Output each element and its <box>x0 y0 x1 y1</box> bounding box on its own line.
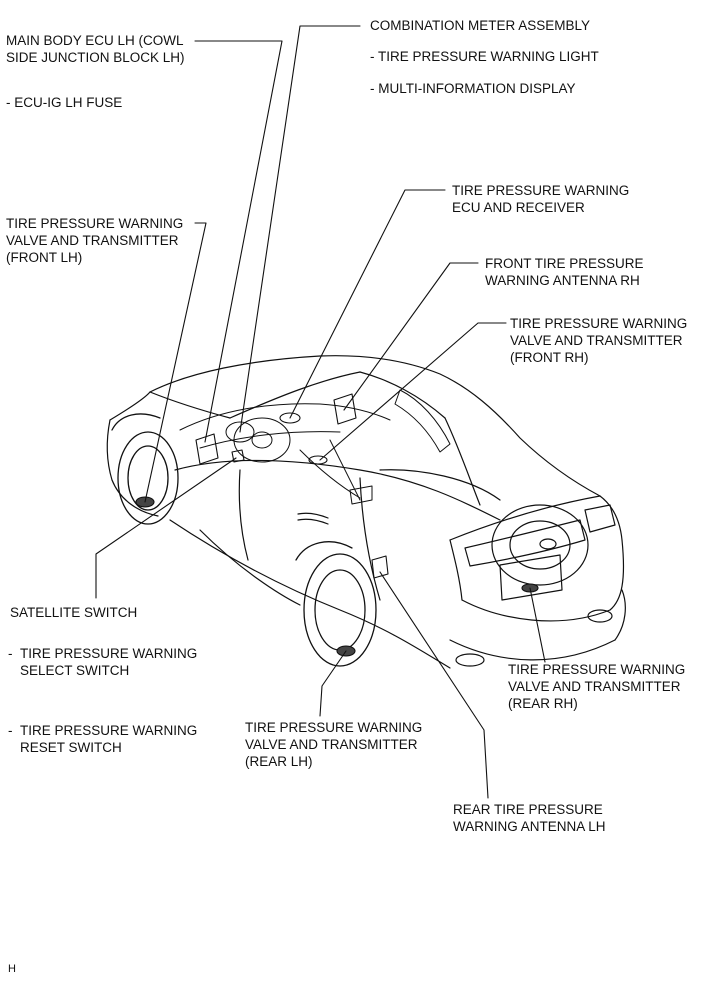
label-tpw-ecu-line1: TIRE PRESSURE WARNING <box>452 183 630 198</box>
spare-wheel <box>491 504 589 586</box>
satellite-switch-unit <box>231 449 245 463</box>
front-antenna-rh <box>308 455 328 465</box>
rear-antenna-lh <box>371 555 389 579</box>
label-multi-info-text: - MULTI-INFORMATION DISPLAY <box>370 81 576 96</box>
label-valve-front-lh-line2: VALVE AND TRANSMITTER <box>6 233 179 248</box>
meter-unit <box>279 412 301 424</box>
label-valve-rear-lh-line1: TIRE PRESSURE WARNING <box>245 720 423 735</box>
front-left-wheel <box>111 413 179 525</box>
label-ecu-ig-fuse: - ECU-IG LH FUSE <box>6 94 122 111</box>
label-satellite-switch: SATELLITE SWITCH <box>10 604 137 621</box>
label-valve-rear-rh: TIRE PRESSURE WARNING VALVE AND TRANSMIT… <box>508 661 685 712</box>
label-valve-rear-rh-line1: TIRE PRESSURE WARNING <box>508 662 686 677</box>
label-valve-rear-rh-line3: (REAR RH) <box>508 696 578 711</box>
rear-left-wheel <box>295 541 377 667</box>
label-reset-switch-line1: TIRE PRESSURE WARNING <box>20 723 198 738</box>
corner-mark: H <box>8 961 16 978</box>
label-rear-antenna-lh-line1: REAR TIRE PRESSURE <box>453 802 603 817</box>
label-valve-rear-rh-line2: VALVE AND TRANSMITTER <box>508 679 681 694</box>
label-ecu-ig-fuse-text: - ECU-IG LH FUSE <box>6 95 123 110</box>
label-valve-front-lh-line3: (FRONT LH) <box>6 250 83 265</box>
leader-lines <box>95 25 546 799</box>
label-valve-front-rh-line1: TIRE PRESSURE WARNING <box>510 316 688 331</box>
label-combination-meter-text: COMBINATION METER ASSEMBLY <box>370 18 591 33</box>
label-valve-front-lh-line1: TIRE PRESSURE WARNING <box>6 216 184 231</box>
label-select-switch-line1: TIRE PRESSURE WARNING <box>20 646 198 661</box>
label-main-body-ecu-line2: SIDE JUNCTION BLOCK LH) <box>6 50 185 65</box>
corner-mark-text: H <box>8 963 16 975</box>
tpw-ecu-box <box>333 393 357 425</box>
label-valve-front-lh: TIRE PRESSURE WARNING VALVE AND TRANSMIT… <box>6 215 183 266</box>
label-tpw-light: - TIRE PRESSURE WARNING LIGHT <box>370 48 599 65</box>
components <box>135 393 539 657</box>
label-reset-switch-dash: - <box>8 723 13 738</box>
label-valve-rear-lh-line2: VALVE AND TRANSMITTER <box>245 737 418 752</box>
label-rear-antenna-lh: REAR TIRE PRESSURE WARNING ANTENNA LH <box>453 801 606 835</box>
label-combination-meter: COMBINATION METER ASSEMBLY <box>370 17 590 34</box>
label-satellite-switch-text: SATELLITE SWITCH <box>10 605 138 620</box>
label-front-antenna-rh-line2: WARNING ANTENNA RH <box>485 273 640 288</box>
label-tpw-ecu-line2: ECU AND RECEIVER <box>452 200 585 215</box>
car-interior <box>179 389 451 505</box>
label-select-switch-line2: SELECT SWITCH <box>20 663 130 678</box>
label-tpw-ecu: TIRE PRESSURE WARNING ECU AND RECEIVER <box>452 182 629 216</box>
main-body-ecu-box <box>195 433 219 465</box>
label-main-body-ecu: MAIN BODY ECU LH (COWL SIDE JUNCTION BLO… <box>6 32 185 66</box>
label-reset-switch-line2: RESET SWITCH <box>20 740 122 755</box>
label-front-antenna-rh-line1: FRONT TIRE PRESSURE <box>485 256 644 271</box>
label-main-body-ecu-line1: MAIN BODY ECU LH (COWL <box>6 33 184 48</box>
label-valve-front-rh-line2: VALVE AND TRANSMITTER <box>510 333 683 348</box>
label-tpw-light-text: - TIRE PRESSURE WARNING LIGHT <box>370 49 599 64</box>
label-valve-rear-lh-line3: (REAR LH) <box>245 754 313 769</box>
label-rear-antenna-lh-line2: WARNING ANTENNA LH <box>453 819 606 834</box>
label-valve-front-rh-line3: (FRONT RH) <box>510 350 589 365</box>
label-select-switch-dash: - <box>8 646 13 661</box>
label-reset-switch: - TIRE PRESSURE WARNING RESET SWITCH <box>8 722 197 756</box>
label-select-switch: - TIRE PRESSURE WARNING SELECT SWITCH <box>8 645 197 679</box>
car-body <box>106 355 626 669</box>
label-valve-front-rh: TIRE PRESSURE WARNING VALVE AND TRANSMIT… <box>510 315 687 366</box>
label-front-antenna-rh: FRONT TIRE PRESSURE WARNING ANTENNA RH <box>485 255 644 289</box>
label-valve-rear-lh: TIRE PRESSURE WARNING VALVE AND TRANSMIT… <box>245 719 422 770</box>
label-multi-info: - MULTI-INFORMATION DISPLAY <box>370 80 576 97</box>
